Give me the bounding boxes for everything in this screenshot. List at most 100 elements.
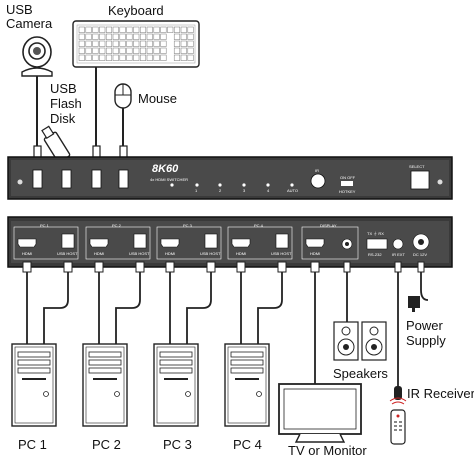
keyboard-key <box>160 33 167 40</box>
keyboard-key <box>119 40 126 47</box>
keyboard-key <box>187 33 194 40</box>
power-adapter-icon <box>408 289 429 312</box>
hdmi-label-2: HDMI <box>94 251 105 256</box>
keyboard-key <box>119 26 126 33</box>
keyboard-key <box>133 33 140 40</box>
ir-receiver-icon <box>394 386 402 400</box>
rear-plug-icons <box>22 261 425 273</box>
led-label-1: 1 <box>195 188 198 193</box>
rear-group-pc1: PC 1 <box>40 223 49 228</box>
pc-tower-2 <box>82 343 128 427</box>
keyboard-key <box>92 54 99 61</box>
keyboard-key <box>180 26 187 33</box>
ir-ext-label: IR EXT <box>392 252 405 257</box>
front-subtitle: 4x HDMI SWITCHER <box>150 177 188 182</box>
keyboard-key <box>153 26 160 33</box>
keyboard-key <box>119 47 126 54</box>
usb-flash-disk-label-line1: USB <box>50 81 77 96</box>
keyboard-key <box>85 33 92 40</box>
keyboard-key <box>173 26 181 33</box>
keyboard-key <box>133 54 140 61</box>
pc-tower-1 <box>11 343 57 427</box>
tv-monitor-label: TV or Monitor <box>288 443 367 458</box>
keyboard-key <box>92 33 99 40</box>
usb-camera-label-line1: USB <box>6 2 33 17</box>
led-label-2: 2 <box>219 188 222 193</box>
rs232-label: RS-232 <box>368 252 382 257</box>
keyboard-key <box>139 54 147 61</box>
ir-label: IR <box>315 168 319 173</box>
keyboard-key <box>85 54 92 61</box>
keyboard-key <box>105 47 113 54</box>
keyboard-key <box>160 54 167 61</box>
keyboard-key <box>146 33 153 40</box>
rear-group-pc3: PC 3 <box>183 223 192 228</box>
pc-tower-4 <box>224 343 270 427</box>
keyboard-key <box>112 33 119 40</box>
keyboard-key <box>78 47 85 54</box>
keyboard-key <box>112 26 119 33</box>
keyboard-key <box>78 40 85 47</box>
keyboard-key <box>187 54 194 61</box>
keyboard-key <box>139 33 147 40</box>
keyboard-key <box>85 47 92 54</box>
keyboard-key <box>173 40 181 47</box>
camera-icon <box>21 36 53 77</box>
keyboard-key <box>139 26 147 33</box>
keyboard-key <box>173 47 181 54</box>
keyboard-key <box>153 40 160 47</box>
remote-control-icon <box>389 397 407 445</box>
keyboard-key <box>105 33 113 40</box>
keyboard-key <box>160 40 167 47</box>
tx-rx-label: TX ⏚ RX <box>367 231 384 236</box>
select-label: SELECT <box>409 164 425 169</box>
top-cables <box>36 67 124 150</box>
monitor-icon <box>278 383 362 443</box>
led-label-4: 4 <box>267 188 270 193</box>
usb-host-label-3: USB HOST <box>200 251 221 256</box>
keyboard-key <box>146 40 153 47</box>
keyboard-key <box>160 26 167 33</box>
keyboard-key <box>85 26 92 33</box>
keyboard-key <box>78 33 85 40</box>
pc1-label: PC 1 <box>18 437 47 452</box>
keyboard-key <box>119 54 126 61</box>
pc-tower-3 <box>153 343 199 427</box>
keyboard-key <box>78 26 85 33</box>
keyboard-key <box>139 40 147 47</box>
keyboard-key <box>105 26 113 33</box>
keyboard-key <box>105 54 113 61</box>
rear-cables <box>26 265 422 390</box>
keyboard-key <box>146 54 153 61</box>
keyboard-key <box>133 40 140 47</box>
pc3-label: PC 3 <box>163 437 192 452</box>
keyboard-key <box>99 33 106 40</box>
keyboard-key <box>85 40 92 47</box>
dc-label: DC 12V <box>413 252 428 257</box>
keyboard-key <box>78 54 85 61</box>
pc-towers <box>11 343 270 427</box>
keyboard-key <box>99 54 106 61</box>
keyboard-key <box>119 33 126 40</box>
keyboard-key <box>153 54 160 61</box>
keyboard-key <box>180 40 187 47</box>
pc2-label: PC 2 <box>92 437 121 452</box>
speakers-icon <box>333 321 387 361</box>
hdmi-label-4: HDMI <box>236 251 247 256</box>
keyboard-key <box>153 33 160 40</box>
hdmi-label-3: HDMI <box>165 251 176 256</box>
keyboard-key <box>126 33 133 40</box>
hdmi-label-display: HDMI <box>310 251 321 256</box>
keyboard-key <box>180 33 187 40</box>
keyboard-key <box>112 40 119 47</box>
keyboard-key <box>133 47 140 54</box>
keyboard-key <box>187 47 194 54</box>
mouse-icon <box>114 83 132 109</box>
speakers-label: Speakers <box>333 366 388 381</box>
brand-logo: 8K60 <box>152 163 179 175</box>
usb-host-label-4: USB HOST <box>271 251 292 256</box>
pc4-label: PC 4 <box>233 437 262 452</box>
usb-host-label-2: USB HOST <box>129 251 150 256</box>
ir-receiver-label: IR Receiver <box>407 386 474 401</box>
keyboard-label: Keyboard <box>108 3 164 18</box>
